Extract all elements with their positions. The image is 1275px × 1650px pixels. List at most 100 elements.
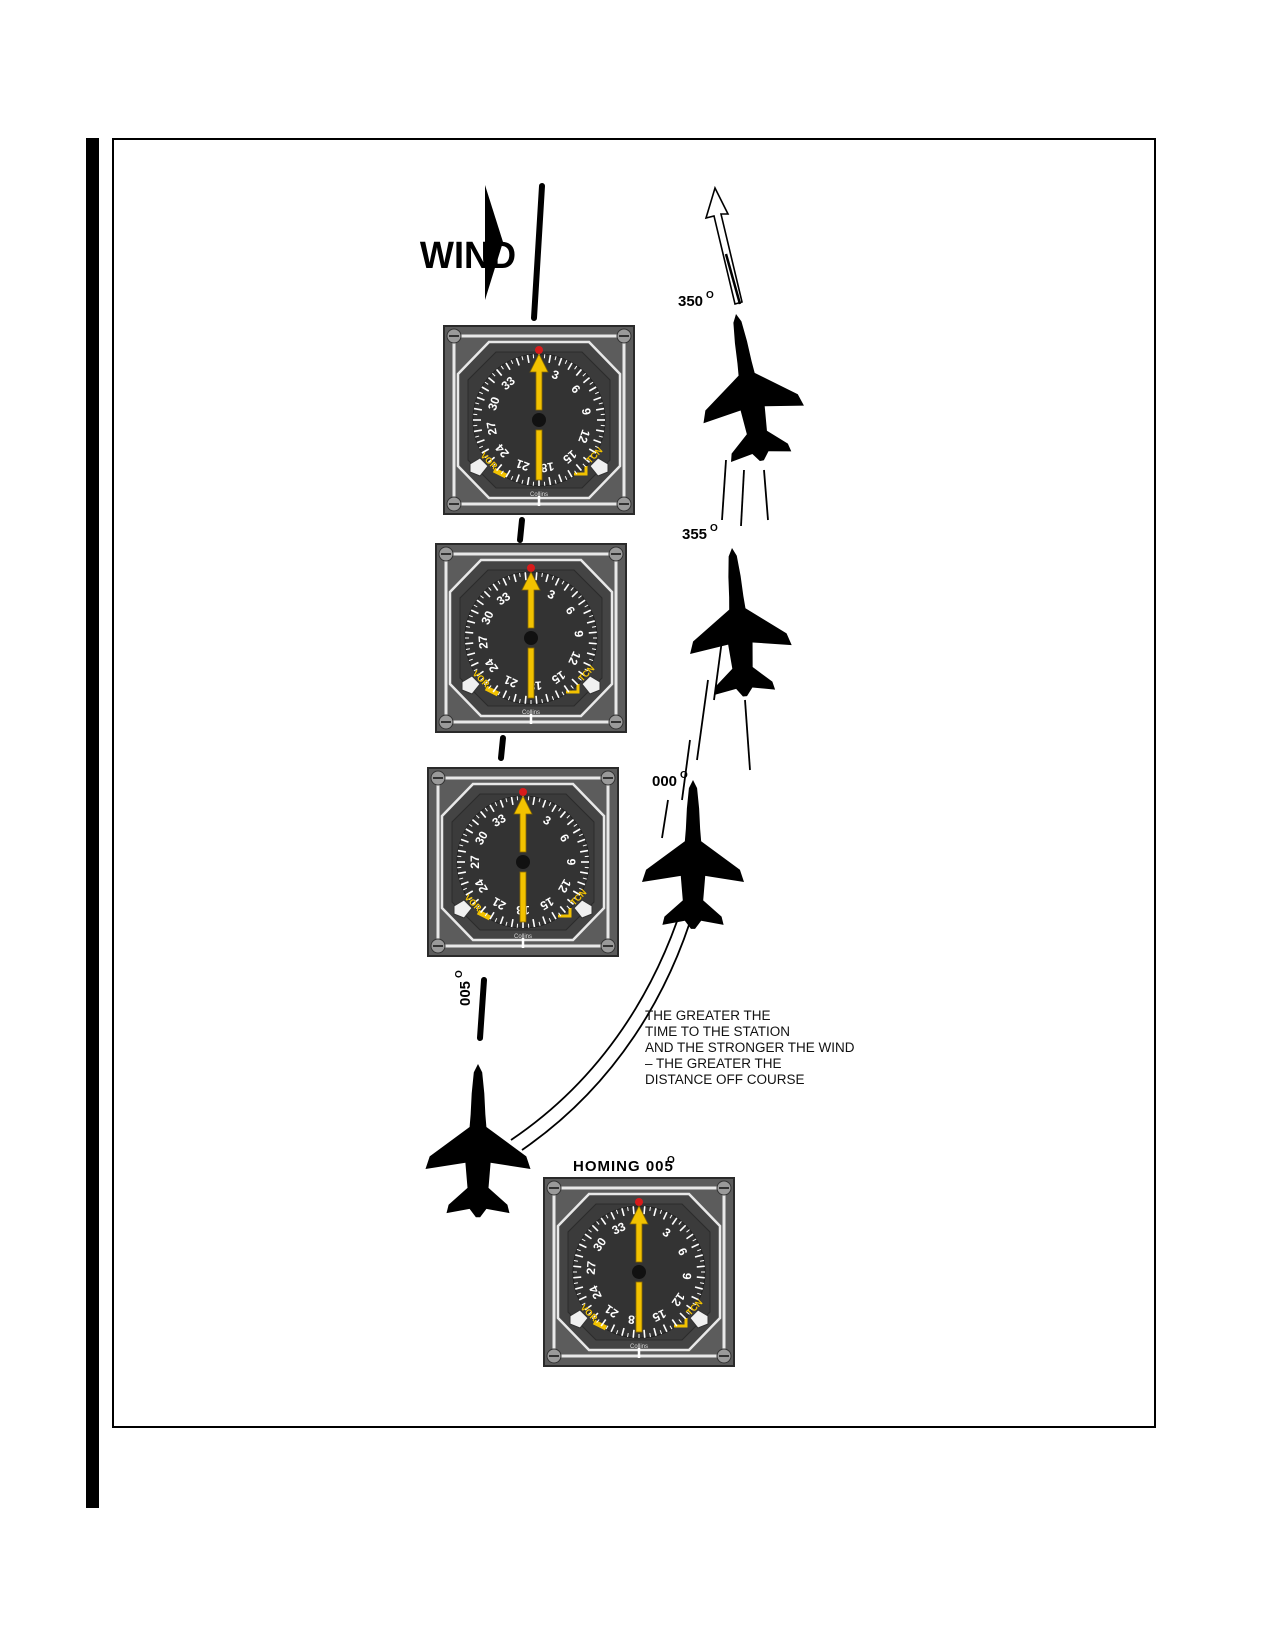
- svg-text:005: 005: [457, 981, 474, 1006]
- compass-tick: [499, 799, 504, 808]
- note-line: DISTANCE OFF COURSE: [645, 1072, 805, 1087]
- compass-tick: [510, 359, 514, 365]
- compass-tick: [573, 1276, 582, 1279]
- compass-tick: [574, 365, 578, 370]
- compass-tick: [494, 917, 498, 923]
- compass-tick: [582, 844, 587, 847]
- compass-tick: [484, 381, 489, 385]
- compass-tick: [510, 918, 514, 928]
- compass-tick: [653, 1208, 657, 1217]
- compass-tick: [576, 1292, 581, 1296]
- compass-tick: [542, 799, 547, 808]
- compass-numeral: 9: [572, 630, 587, 638]
- compass-tick: [572, 890, 581, 896]
- compass-tick: [686, 1311, 690, 1315]
- compass-tick: [659, 1209, 663, 1214]
- brand-label: Collins: [530, 492, 548, 498]
- compass-tick: [577, 881, 586, 886]
- aircraft-icon: [425, 1064, 531, 1218]
- compass-tick: [697, 1248, 702, 1252]
- compass-tick: [545, 693, 549, 702]
- note-line: AND THE STRONGER THE WIND: [645, 1040, 855, 1055]
- compass-tick: [573, 897, 578, 901]
- compass-numeral: 24: [586, 1283, 604, 1301]
- compass-tick: [475, 814, 480, 819]
- compass-numeral: 21: [501, 672, 519, 690]
- compass-numeral: 30: [478, 608, 496, 626]
- compass-tick: [564, 475, 568, 481]
- compass-tick: [545, 574, 549, 583]
- compass-tick: [595, 429, 605, 433]
- compass-tick: [470, 661, 479, 667]
- compass-tick: [669, 1325, 673, 1330]
- compass-tick: [699, 1260, 705, 1262]
- compass-numeral: 9: [680, 1272, 695, 1280]
- compass-tick: [692, 1302, 697, 1306]
- compass-tick: [519, 572, 521, 578]
- compass-tick: [480, 677, 484, 681]
- compass-numeral: 33: [610, 1219, 628, 1237]
- compass-tick: [566, 905, 571, 910]
- compass-tick: [566, 814, 571, 819]
- compass-tick: [492, 583, 499, 591]
- compass-tick: [563, 685, 570, 693]
- compass-tick: [488, 587, 492, 591]
- compass-tick: [649, 1206, 651, 1212]
- compass-tick: [558, 474, 563, 483]
- compass-tick: [500, 365, 504, 370]
- course-needle: [629, 1205, 649, 1333]
- compass-tick: [699, 1282, 705, 1284]
- compass-tick: [478, 391, 484, 395]
- compass-tick: [526, 476, 530, 486]
- compass-tick: [584, 604, 589, 608]
- compass-tick: [583, 661, 592, 667]
- compass-tick: [595, 407, 605, 411]
- compass-tick: [588, 642, 597, 645]
- compass-tick: [589, 658, 594, 662]
- compass-tick: [586, 652, 595, 656]
- compass-numeral: 3: [550, 367, 561, 383]
- compass-tick: [594, 445, 600, 449]
- compass-tick: [649, 1332, 651, 1338]
- compass-tick: [567, 362, 573, 371]
- compass-tick: [551, 804, 557, 813]
- compass-tick: [671, 1319, 678, 1327]
- compass-tick: [548, 801, 552, 807]
- compass-tick: [489, 911, 495, 920]
- compass-numeral: 21: [514, 456, 532, 474]
- compass-numeral: 21: [489, 894, 508, 913]
- course-needle: [521, 571, 541, 699]
- compass-numeral: 30: [472, 828, 491, 847]
- compass-tick: [468, 823, 473, 827]
- compass-tick: [561, 691, 565, 696]
- compass-tick: [460, 838, 469, 843]
- compass-tick: [582, 376, 591, 384]
- compass-tick: [554, 690, 560, 699]
- compass-tick: [686, 1233, 694, 1240]
- compass-tick: [471, 898, 480, 906]
- compass-tick: [491, 372, 496, 377]
- compass-tick: [521, 479, 524, 484]
- compass-tick: [470, 609, 479, 615]
- compass-tick: [578, 670, 586, 677]
- brand-label: Collins: [514, 934, 532, 940]
- compass-numeral: 12: [555, 877, 574, 896]
- compass-numeral: 18: [539, 459, 555, 475]
- compass-tick: [507, 696, 511, 701]
- compass-tick: [671, 1217, 678, 1225]
- compass-tick: [542, 916, 547, 925]
- compass-tick: [476, 439, 485, 444]
- compass-numeral: 15: [650, 1306, 668, 1324]
- compass-tick: [679, 1224, 687, 1232]
- compass-tick: [591, 648, 597, 650]
- compass-tick: [575, 1286, 584, 1290]
- heading-label-005: 005 O: [454, 970, 474, 1006]
- compass-tick: [524, 572, 527, 581]
- compass-tick: [643, 1329, 646, 1338]
- compass-tick: [465, 828, 474, 834]
- compass-tick: [566, 818, 575, 826]
- compass-tick: [554, 479, 557, 484]
- compass-tick: [462, 833, 468, 837]
- svg-text:O: O: [706, 290, 714, 301]
- compass-numeral: 9: [579, 407, 594, 416]
